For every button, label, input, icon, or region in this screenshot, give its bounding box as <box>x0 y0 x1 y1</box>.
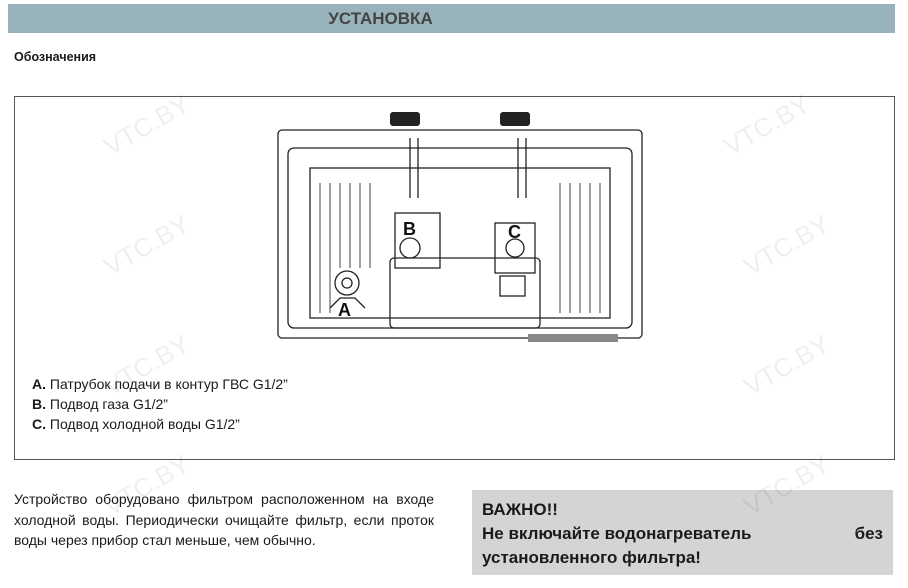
section-title: УСТАНОВКА <box>328 9 433 28</box>
subtitle: Обозначения <box>14 50 97 64</box>
legend-item: C. Подвод холодной воды G1/2” <box>32 416 240 432</box>
legend: A. Патрубок подачи в контур ГВС G1/2” B.… <box>32 374 288 434</box>
diagram-frame <box>14 96 895 460</box>
water-heater-diagram: A B C <box>277 112 643 342</box>
label-c: C <box>508 222 521 242</box>
label-b: B <box>403 219 416 239</box>
legend-item: B. Подвод газа G1/2” <box>32 396 168 412</box>
warning-title: ВАЖНО!! <box>482 500 558 519</box>
label-a: A <box>338 300 351 320</box>
section-header: УСТАНОВКА <box>8 4 895 33</box>
filter-note: Устройство оборудовано фильтром располож… <box>14 491 434 548</box>
legend-item: A. Патрубок подачи в контур ГВС G1/2” <box>32 376 288 392</box>
